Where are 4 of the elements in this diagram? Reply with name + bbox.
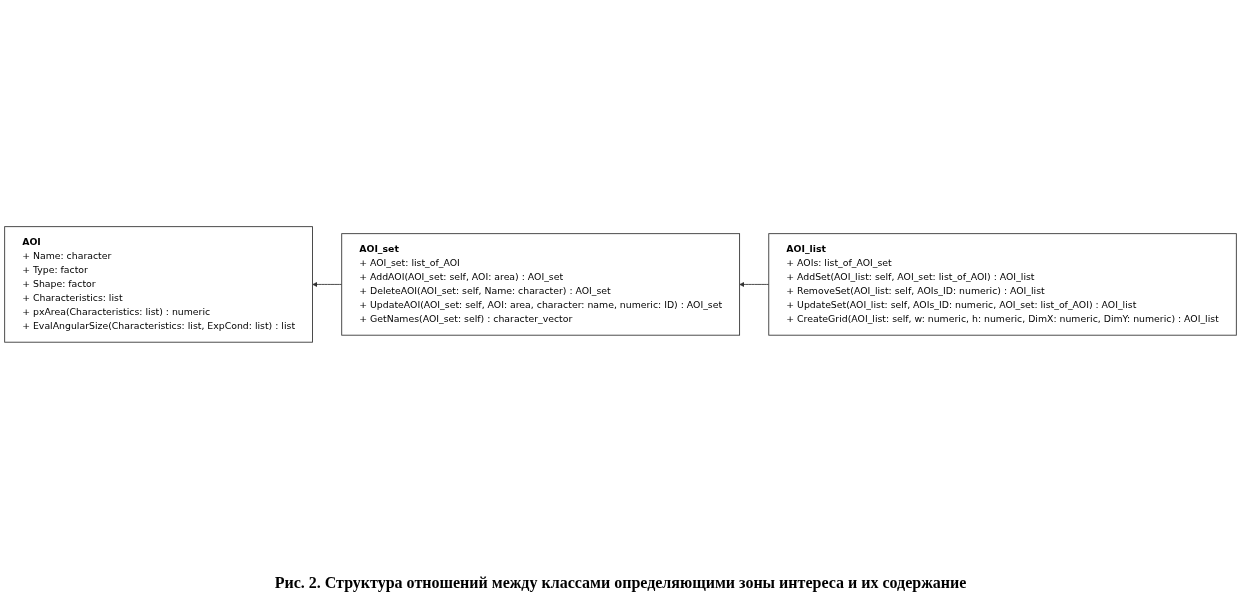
figure-caption: Рис. 2. Структура отношений между классами определяющими зоны интереса и их содержание	[273, 573, 968, 594]
node-box: AOI + Name: character + Type: factor + Shape: factor + Characteristics: list + pxArea(Characteristics: list) : numeric + EvalAngularSize(Characteristics: list, ExpCond: list) : list	[4, 225, 313, 343]
node-box: AOI_list + AOIs: list_of_AOI_set + AddSet(AOI_list: self, AOI_set: list_of_AOI) : AOI_list + RemoveSet(AOI_list: self, AOIs_ID: numeric) : AOI_list + UpdateSet(AOI_list: self, AOIs_ID: numeric, AOI_set: list_of_AOI) : AOI_list + CreateGrid(AOI_list: self, w: numeric, h: numeric, DimX: numeric, DimY: numeric) : AOI_list	[768, 232, 1237, 336]
node-box: AOI_set + AOI_set: list_of_AOI + AddAOI(AOI_set: self, AOI: area) : AOI_set + DeleteAOI(AOI_set: self, Name: character) : AOI_set + UpdateAOI(AOI_set: self, AOI: area, character: name, numeric: ID) : AOI_set + GetNames(AOI_set: self) : character_vector	[341, 232, 741, 336]
